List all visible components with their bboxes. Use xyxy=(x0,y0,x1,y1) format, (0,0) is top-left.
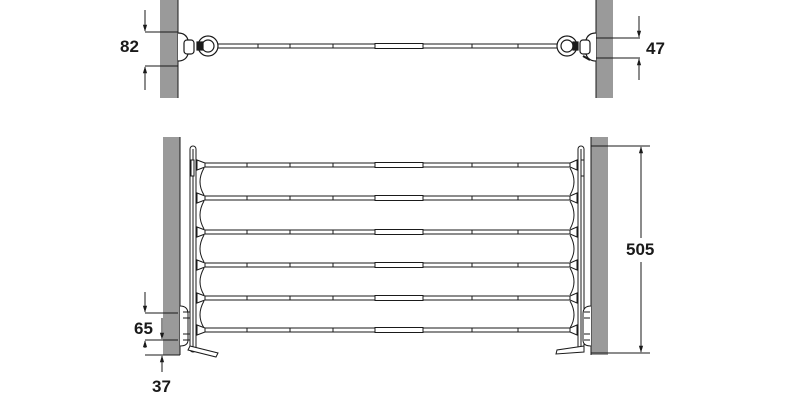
dimension-82 xyxy=(142,10,178,90)
left-mount-top xyxy=(177,32,219,62)
right-mount-top xyxy=(556,32,597,62)
bar-5 xyxy=(196,292,578,304)
right-runner xyxy=(555,305,592,355)
dimension-label-505: 505 xyxy=(626,240,655,259)
left-rail xyxy=(189,145,197,353)
bar-2 xyxy=(196,192,578,204)
top-bar xyxy=(214,43,561,49)
dimension-label-37: 37 xyxy=(152,377,171,396)
dimension-505 xyxy=(591,145,650,354)
hanging-bars xyxy=(196,159,578,336)
left-runner xyxy=(179,305,219,358)
right-cabinet-wall-top xyxy=(596,0,613,98)
bar-4 xyxy=(196,259,578,271)
dimension-label-47: 47 xyxy=(646,39,665,58)
top-view xyxy=(142,0,642,98)
bar-1 xyxy=(196,159,578,171)
bar-3 xyxy=(196,226,578,238)
dimension-label-82: 82 xyxy=(120,37,139,56)
dimension-47 xyxy=(596,16,642,80)
bar-6 xyxy=(196,324,578,336)
dimension-65-37 xyxy=(142,292,180,372)
left-cabinet-wall-top xyxy=(160,0,178,98)
dimension-label-65: 65 xyxy=(134,319,153,338)
right-cabinet-wall-front xyxy=(591,137,608,355)
front-view xyxy=(142,137,650,372)
right-rail xyxy=(577,145,585,353)
left-cabinet-wall-front xyxy=(163,137,180,355)
